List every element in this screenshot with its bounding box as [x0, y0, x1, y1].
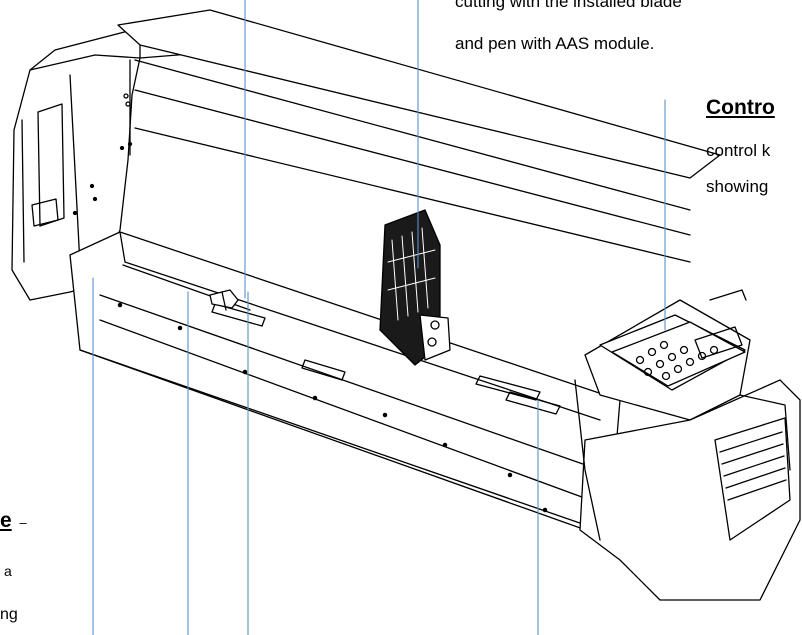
pinch-roller — [209, 289, 239, 311]
control-panel-line2: showing — [706, 177, 769, 196]
left-callout-line2: ng — [0, 606, 18, 623]
platen-slots — [211, 303, 561, 415]
control-panel-line1: control k — [706, 141, 771, 160]
left-callout-title: e — [0, 509, 12, 532]
rear-frame — [117, 9, 721, 263]
left-callout-title-row: e – — [0, 509, 27, 533]
left-callout-line1: a — [4, 563, 12, 579]
control-panel-title: Contro — [706, 96, 775, 119]
carriage-cutting-head — [379, 209, 451, 366]
top-callout-line2: and pen with AAS module. — [455, 34, 655, 53]
front-beam — [69, 231, 621, 536]
leader-lines — [92, 0, 666, 635]
top-callout-line1: cutting with the installed blade — [455, 0, 682, 11]
left-callout-dash: – — [19, 515, 27, 530]
control-panel — [611, 321, 746, 387]
